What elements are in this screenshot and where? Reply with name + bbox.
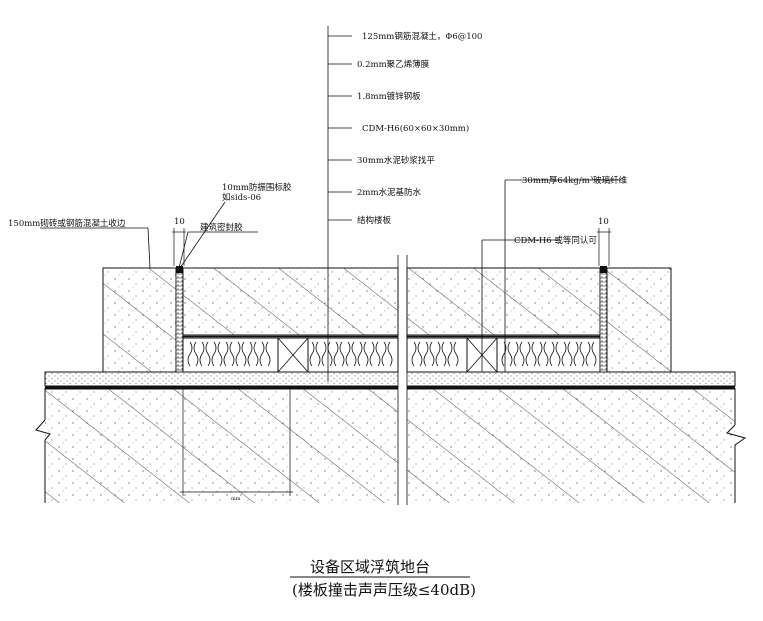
right-floating-slab — [406, 267, 601, 336]
left-brick-strip — [175, 266, 184, 373]
label-pe-film: 0.2mm聚乙烯薄膜 — [357, 59, 430, 70]
left-cdm-mount — [277, 337, 309, 373]
label-damping-1: 10mm防振围标胶 — [222, 182, 292, 193]
label-concrete: 125mm钢筋混凝土，Φ6@100 — [362, 31, 482, 42]
title-main: 设备区域浮筑地台 — [310, 558, 430, 576]
label-waterproof: 2mm水泥基防水 — [357, 187, 422, 198]
label-cdm-equivalent: CDM-H6 或等同认可 — [514, 235, 597, 246]
drawing-title: 设备区域浮筑地台 (楼板撞击声声压级≤40dB) — [290, 558, 476, 599]
label-steel-plate: 1.8mm镀锌钢板 — [357, 91, 421, 102]
annotation-labels: 125mm钢筋混凝土，Φ6@100 0.2mm聚乙烯薄膜 1.8mm镀锌钢板 C… — [8, 31, 628, 502]
label-damping-2: 如sids-06 — [222, 192, 261, 203]
right-edge-block — [606, 267, 672, 373]
left-edge-block — [102, 267, 177, 373]
label-structural-slab: 结构楼板 — [357, 215, 392, 226]
left-floating-slab — [182, 267, 399, 336]
label-mortar: 30mm水泥砂浆找平 — [357, 155, 435, 166]
structural-slab — [35, 388, 747, 503]
right-isolation-layer — [406, 334, 601, 373]
label-glass-fiber: 30mm厚64kg/m³玻璃纤维 — [522, 175, 628, 186]
label-cdm-size: CDM-H6(60×60×30mm) — [362, 123, 469, 134]
dim-right-10 — [597, 228, 611, 266]
dim-bottom-label: mm — [231, 496, 241, 502]
label-left-edge: 150mm砌砖或钢筋混凝土收边 — [8, 218, 126, 229]
dim-left-label: 10 — [174, 217, 185, 227]
title-sub: (楼板撞击声声压级≤40dB) — [292, 581, 476, 599]
leader-lines — [40, 26, 620, 382]
dim-bottom — [180, 388, 293, 496]
mortar-leveling-layer — [44, 371, 736, 390]
dim-right-label: 10 — [598, 217, 609, 227]
center-break — [397, 255, 408, 505]
right-brick-strip — [599, 266, 608, 373]
label-sealant: 建筑密封胶 — [200, 222, 243, 233]
